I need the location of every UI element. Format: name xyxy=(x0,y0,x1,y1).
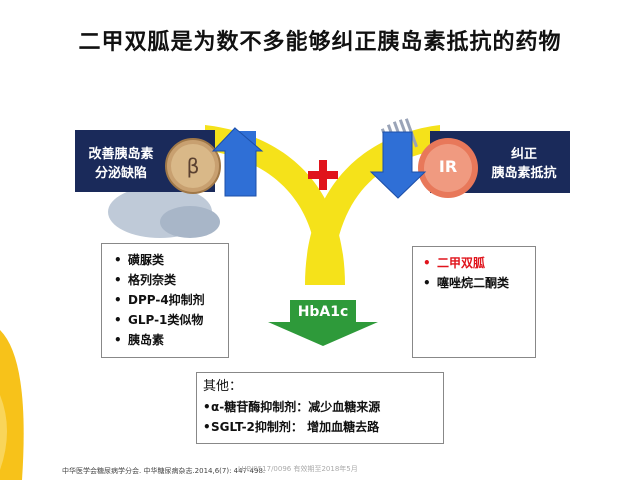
left-drug-item-label: DPP-4抑制剂 xyxy=(128,293,205,307)
down-arrow-hba1c-icon xyxy=(268,300,378,346)
left-drug-item: • 格列奈类 xyxy=(114,270,228,290)
right-drug-list: • 二甲双胍 • 噻唑烷二酮类 xyxy=(412,246,536,358)
left-panel-line1: 改善胰岛素 xyxy=(88,147,154,162)
bullet-icon: • xyxy=(203,400,211,414)
left-drug-list: • 磺脲类 • 格列奈类 • DPP-4抑制剂 • GLP-1类似物 • 胰岛素 xyxy=(101,243,229,358)
other-drug-item: •α-糖苷酶抑制剂：减少血糖来源 xyxy=(203,397,443,417)
left-drug-item-label: 胰岛素 xyxy=(128,333,165,347)
right-panel-line1: 纠正 xyxy=(510,147,537,162)
plus-icon xyxy=(308,160,338,190)
bullet-icon: • xyxy=(114,313,122,327)
bullet-icon: • xyxy=(114,333,122,347)
footer-citation: 中华医学会糖尿病学分会. 中华糖尿病杂志.2014,6(7): 447-498. xyxy=(62,467,266,475)
right-yellow-arrow xyxy=(305,125,440,285)
ir-ball-icon xyxy=(418,138,478,198)
down-arrow-icon xyxy=(369,131,427,199)
other-title: 其他： xyxy=(203,379,243,394)
left-drug-item-label: 格列奈类 xyxy=(128,273,177,287)
bullet-icon: • xyxy=(423,256,431,270)
bullet-icon: • xyxy=(114,293,122,307)
ir-symbol: IR xyxy=(438,157,458,176)
bullet-icon: • xyxy=(423,276,431,290)
right-panel-line2: 胰岛素抵抗 xyxy=(491,166,557,181)
left-panel-line2: 分泌缺陷 xyxy=(94,166,147,181)
left-drug-item-label: 磺脲类 xyxy=(128,253,165,267)
footer-code: LUP/0517/0096 有效期至2018年5月 xyxy=(238,465,358,473)
left-drug-item: • GLP-1类似物 xyxy=(114,310,228,330)
other-drug-item-label: SGLT-2抑制剂： 增加血糖去路 xyxy=(211,420,380,434)
right-drug-item-label: 二甲双胍 xyxy=(437,256,486,270)
beta-symbol: β xyxy=(186,154,200,178)
bullet-icon: • xyxy=(114,273,122,287)
other-drug-item: •SGLT-2抑制剂： 增加血糖去路 xyxy=(203,417,443,437)
beta-ball-icon xyxy=(165,138,221,194)
left-drug-item: • 磺脲类 xyxy=(114,250,228,270)
bullet-icon: • xyxy=(114,253,122,267)
other-drug-item-label: α-糖苷酶抑制剂：减少血糖来源 xyxy=(211,400,381,414)
left-drug-item-label: GLP-1类似物 xyxy=(128,313,204,327)
left-drug-item: • DPP-4抑制剂 xyxy=(114,290,228,310)
slide-title: 二甲双胍是为数不多能够纠正胰岛素抵抗的药物 xyxy=(78,30,562,55)
other-box: 其他： •α-糖苷酶抑制剂：减少血糖来源•SGLT-2抑制剂： 增加血糖去路 xyxy=(196,372,444,444)
left-panel-text: 改善胰岛素 分泌缺陷 xyxy=(78,145,164,183)
left-drug-item: • 胰岛素 xyxy=(114,330,228,350)
hba1c-label: HbA1c xyxy=(297,304,349,320)
right-drug-item: • 二甲双胍 xyxy=(423,253,535,273)
right-drug-item: • 噻唑烷二酮类 xyxy=(423,273,535,293)
bullet-icon: • xyxy=(203,420,211,434)
right-drug-item-label: 噻唑烷二酮类 xyxy=(437,276,510,290)
right-panel-text: 纠正 胰岛素抵抗 xyxy=(482,145,566,183)
